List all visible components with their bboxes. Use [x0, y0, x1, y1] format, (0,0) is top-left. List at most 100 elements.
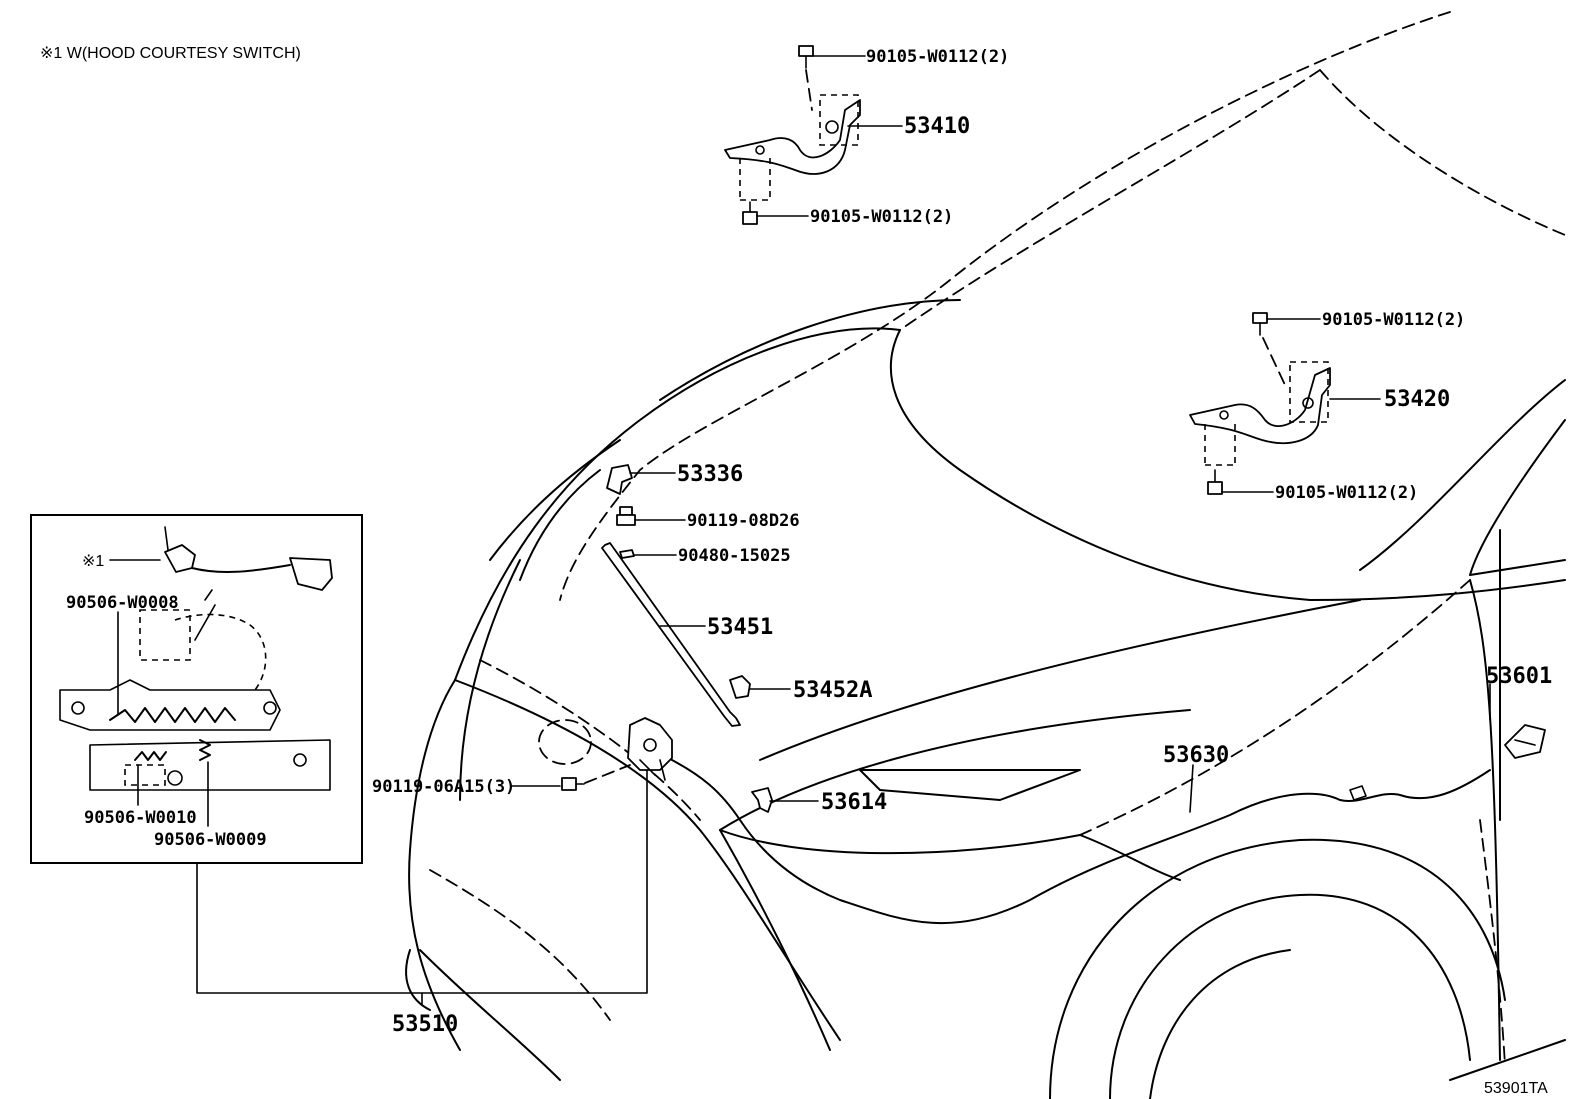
figure-id: 53901TA [1484, 1080, 1548, 1097]
bumper-lower-edge [419, 949, 561, 1081]
lock-base-plate [59, 679, 281, 731]
hinge-53410-dash [739, 158, 771, 201]
hood-hinge-right[interactable] [1189, 361, 1331, 466]
label-90105-w0112-4[interactable]: 90105-W0112(2) [1275, 483, 1418, 503]
headlamp-outline [859, 769, 1081, 801]
label-90119-08d26[interactable]: 90119-08D26 [687, 511, 800, 531]
rod-clip-body [729, 675, 751, 699]
label-90105-w0112-3[interactable]: 90105-W0112(2) [1322, 310, 1465, 330]
sill-line [1449, 1039, 1566, 1081]
switch-connector [289, 557, 333, 591]
rod-clip-53452a[interactable] [729, 675, 751, 699]
label-90105-w0112-1[interactable]: 90105-W0112(2) [866, 47, 1009, 67]
hood-support-rod[interactable] [601, 542, 741, 727]
release-cable[interactable] [671, 759, 1491, 925]
door-gap-dash [1479, 819, 1506, 1066]
vehicle-outline [405, 11, 1566, 1099]
lock-plate-dash [174, 613, 267, 691]
label-53510[interactable]: 53510 [392, 1012, 458, 1037]
fender-line-2 [719, 709, 1191, 831]
courtesy-switch[interactable] [164, 526, 333, 591]
fender-dash [1079, 579, 1471, 836]
bolt-head [561, 777, 577, 791]
lever-detail [1514, 739, 1536, 746]
hood-lock-detail [639, 759, 666, 781]
hinge-53420-dash [1204, 424, 1236, 466]
hinge-53420-plate-dash [1289, 361, 1329, 423]
release-lever-53601[interactable] [1504, 724, 1546, 759]
bolt-head [798, 45, 814, 57]
small-spring-1 [134, 751, 167, 761]
hinge-53420-hole [1302, 397, 1314, 409]
main-spring [109, 707, 236, 723]
hinge-53420-hole-2 [1219, 410, 1229, 420]
bolt-head [742, 211, 758, 225]
bolt-icon [1252, 312, 1268, 336]
clip-icon [619, 549, 635, 559]
hood-lock-assembly[interactable] [627, 717, 673, 781]
hinge-53410-hole-2 [755, 145, 765, 155]
lock-hole-4 [293, 753, 307, 767]
switch-body [164, 544, 196, 573]
bumper-outer [408, 679, 461, 1051]
label-90506-w0008[interactable]: 90506-W0008 [66, 593, 179, 613]
label-90506-w0009[interactable]: 90506-W0009 [154, 830, 267, 850]
bolt-icon [1207, 469, 1223, 495]
rod-spring [194, 589, 216, 641]
grille-edge [459, 559, 521, 801]
cowl-line [1469, 559, 1566, 576]
label-90119-06a15[interactable]: 90119-06A15(3) [372, 777, 515, 797]
switch-wire [191, 564, 291, 573]
label-53420[interactable]: 53420 [1384, 387, 1450, 412]
bolt-path-dash [805, 69, 813, 111]
fender-corner [1079, 834, 1181, 881]
lock-hole-3 [167, 770, 183, 786]
label-53452a[interactable]: 53452A [793, 678, 872, 703]
clamp-body [751, 787, 773, 813]
label-90506-w0010[interactable]: 90506-W0010 [84, 808, 197, 828]
lock-lower-plate [89, 739, 331, 791]
bumper-lower-line [454, 679, 841, 1041]
label-53336[interactable]: 53336 [677, 462, 743, 487]
label-90105-w0112-2[interactable]: 90105-W0112(2) [810, 207, 953, 227]
switch-lead [164, 526, 169, 551]
label-53451[interactable]: 53451 [707, 615, 773, 640]
emblem-outline [538, 719, 592, 765]
lock-hole-2 [263, 701, 277, 715]
hinge-53420-body [1189, 367, 1331, 444]
bolt-path-dash [1262, 337, 1286, 386]
bumper-dash [479, 659, 701, 821]
label-90480-15025[interactable]: 90480-15025 [678, 546, 791, 566]
label-53630[interactable]: 53630 [1163, 743, 1229, 768]
courtesy-switch-note: ※1 W(HOOD COURTESY SWITCH) [40, 45, 301, 62]
bolt-head [1252, 312, 1268, 324]
a-pillar-line-2 [1469, 419, 1566, 576]
hood-front-contour-2 [519, 469, 601, 581]
bolt-icon [561, 777, 585, 791]
bolt-icon [742, 201, 758, 225]
hood-lock-pivot [643, 738, 657, 752]
lock-cover-dash [139, 609, 191, 661]
hood-inner-line [659, 299, 961, 401]
door-gap [1469, 579, 1501, 1061]
lower-grille-dash [429, 869, 611, 1021]
label-53410[interactable]: 53410 [904, 114, 970, 139]
fender-lower-line [719, 829, 1081, 855]
rod-holder-53336[interactable] [606, 464, 633, 495]
rod-body [601, 542, 741, 727]
label-53601[interactable]: 53601 [1486, 664, 1552, 689]
bolt-icon [616, 506, 636, 526]
hood-crease-dash [899, 69, 1321, 331]
rod-holder-body [606, 464, 633, 495]
hood-front-edge-dash [559, 11, 1451, 601]
wheel-arch-inner [1109, 893, 1471, 1099]
cable-grommet [1349, 785, 1367, 801]
wheel-arch-outer [1049, 838, 1506, 1099]
hood-hinge-left[interactable] [724, 94, 861, 201]
inset-lock-mechanism [59, 589, 331, 791]
cable-clamp-53614[interactable] [751, 787, 773, 813]
bolt-icon [798, 45, 814, 69]
label-53614[interactable]: 53614 [821, 790, 887, 815]
small-spring-2 [199, 739, 211, 761]
